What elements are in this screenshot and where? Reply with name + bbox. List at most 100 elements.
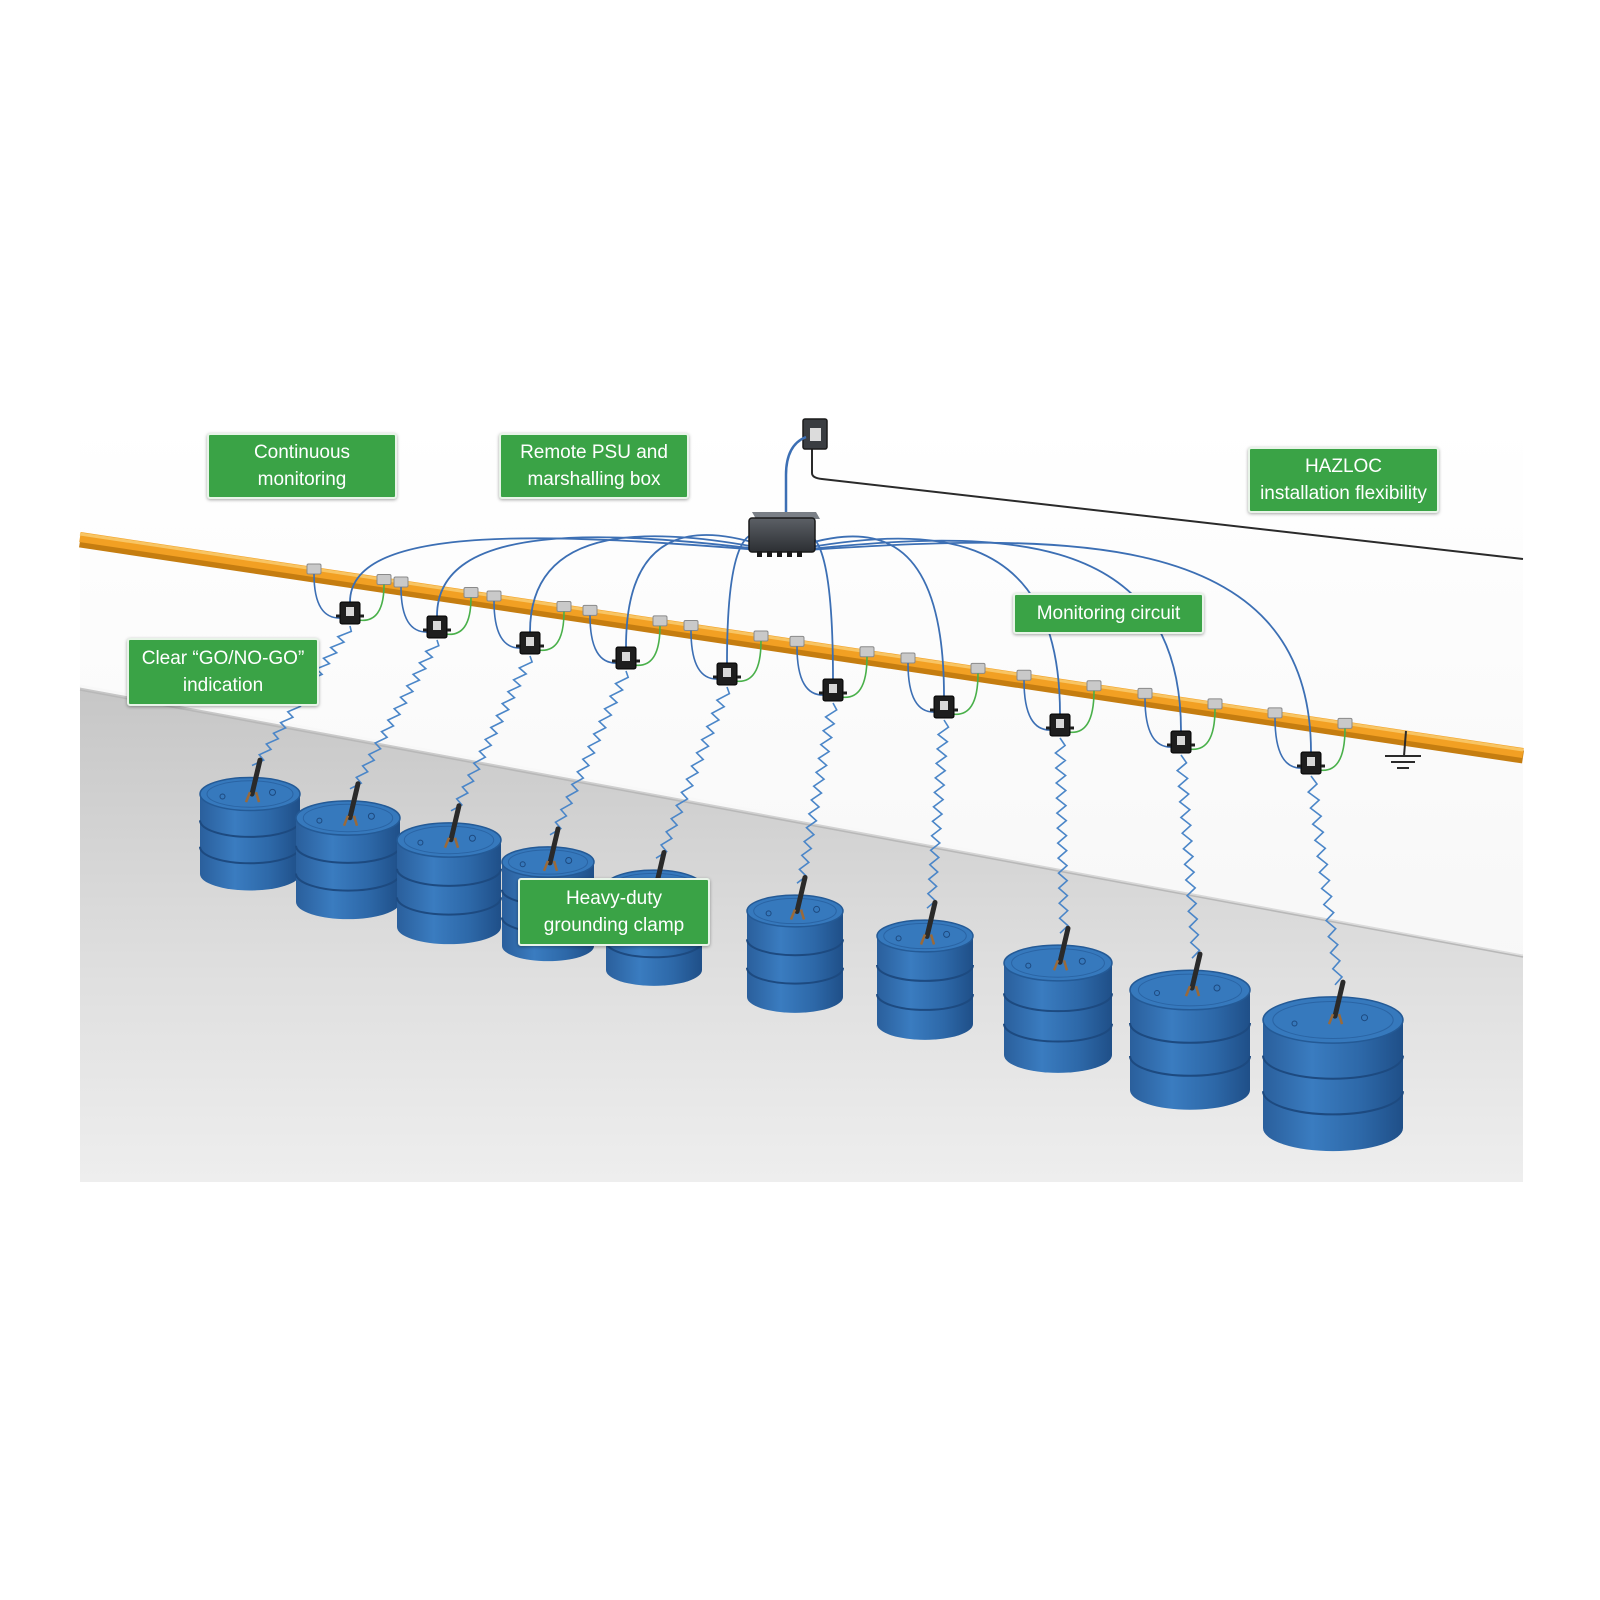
psu-power-cable (811, 447, 1524, 560)
drum-lid-rim (1272, 1001, 1394, 1039)
monitoring-cable (784, 535, 945, 697)
grounding-clamp-jaw (244, 791, 261, 803)
grounding-clamp-icon (794, 874, 808, 914)
drum-bung (1025, 962, 1032, 969)
drum-body (1004, 963, 1112, 1073)
psu-link-cable (784, 435, 807, 515)
drum-icon (1129, 951, 1251, 1110)
drum-rib (199, 846, 301, 865)
drum-body (397, 840, 501, 945)
drum-body (747, 911, 843, 1013)
grounding-clamp-icon (448, 803, 462, 843)
bus-bar-clamp (376, 574, 392, 586)
bond-lead-green (444, 597, 472, 636)
drum-rib (605, 941, 703, 959)
drum-bung (1154, 989, 1160, 996)
drum-rib (1003, 993, 1113, 1013)
coil-cord (796, 702, 838, 884)
drum-lid-rim (753, 897, 837, 925)
drum-bung (895, 935, 902, 942)
drum-rib (876, 964, 974, 982)
drum-icon (1262, 979, 1404, 1152)
drum-bung (519, 861, 526, 868)
drum-lid-rim (403, 825, 495, 855)
bond-lead (690, 630, 720, 680)
callout-continuous-line1: Continuous (253, 442, 351, 463)
grounding-clamp-jaw (1052, 959, 1069, 971)
bond-lead-green (1067, 690, 1095, 734)
callout-hazloc: HAZLOC installation flexibility (1248, 447, 1439, 513)
bond-lead-green (734, 640, 762, 683)
callout-monitoring-circuit: Monitoring circuit (1013, 593, 1204, 634)
bond-lead (493, 600, 523, 649)
drum-bung (943, 930, 951, 938)
drum-rib (396, 868, 502, 887)
drum-bung (1291, 1020, 1298, 1027)
monitoring-cable (789, 539, 1182, 732)
grounding-clamp-icon (347, 781, 361, 821)
monitor-unit-indicator (346, 607, 354, 616)
coil-cord (450, 655, 534, 812)
grounding-clamp-icon (1189, 951, 1203, 991)
coil-cord (349, 639, 440, 790)
bond-lead (1274, 717, 1304, 769)
coil-cord (655, 686, 731, 859)
bus-bar-clamp (486, 590, 502, 602)
bus-bar-clamp (393, 576, 409, 588)
callout-gonogo-line2: indication (182, 675, 264, 696)
ground-symbol-icon (1385, 730, 1421, 769)
power-supply-icon (802, 418, 828, 450)
callout-remote-psu: Remote PSU and marshalling box (499, 433, 689, 499)
bus-bar-clamp (1016, 669, 1032, 681)
drum-icon (199, 757, 301, 891)
drum-bung (417, 839, 424, 846)
grounding-clamp-icon (249, 757, 263, 797)
drum-rib (199, 820, 301, 838)
drum-body (296, 818, 400, 920)
bus-bar-clamp (306, 563, 322, 575)
drum-rib (1129, 1022, 1251, 1044)
coil-cord (1175, 754, 1201, 959)
drum-bung (316, 817, 323, 824)
monitoring-cable (791, 541, 1312, 753)
coil-cord (549, 670, 630, 836)
drum-rib (1262, 1091, 1404, 1116)
grounding-clamp-jaw (1184, 985, 1201, 997)
callout-clamp-line2: grounding clamp (543, 915, 685, 936)
bus-bar-clamp (859, 646, 875, 658)
floor-edge-shadow (79, 689, 1524, 958)
grounding-clamp-icon (924, 899, 938, 939)
drum-icon (1003, 925, 1113, 1073)
drum-body (877, 936, 973, 1040)
monitor-unit-indicator (526, 637, 534, 646)
callout-gonogo-line1: Clear “GO/NO-GO” (141, 648, 305, 669)
callout-continuous-monitoring: Continuous monitoring (207, 433, 397, 499)
drum-icon (876, 899, 974, 1040)
drum-bung (367, 812, 375, 820)
callout-continuous-line2: monitoring (257, 469, 347, 490)
bond-lead (1144, 698, 1174, 748)
bond-lead-green (1188, 708, 1216, 751)
callout-hazloc-line1: HAZLOC (1304, 456, 1383, 477)
drum-rib (1129, 1055, 1251, 1077)
drum-lid-rim (1011, 948, 1105, 978)
callout-clamp-line1: Heavy-duty (565, 888, 663, 909)
drum-lid-rim (883, 922, 967, 950)
drum-bung (1078, 957, 1086, 965)
bus-bar-clamp (970, 662, 986, 674)
monitor-unit-indicator (433, 621, 441, 630)
drum-body (1263, 1020, 1403, 1152)
monitor-unit-indicator (1177, 736, 1185, 745)
bond-lead (907, 662, 937, 713)
callout-grounding-clamp: Heavy-duty grounding clamp (518, 878, 710, 946)
monitor-unit-indicator (723, 668, 731, 677)
drum-bung (468, 834, 476, 842)
marshalling-box-icon (748, 512, 820, 557)
drum-lid-rim (302, 803, 394, 833)
monitor-unit-indicator (829, 684, 837, 693)
bond-lead-green (537, 611, 565, 652)
bond-lead-green (1318, 728, 1346, 772)
monitoring-cable (787, 537, 1061, 715)
drum-rib (396, 897, 502, 916)
